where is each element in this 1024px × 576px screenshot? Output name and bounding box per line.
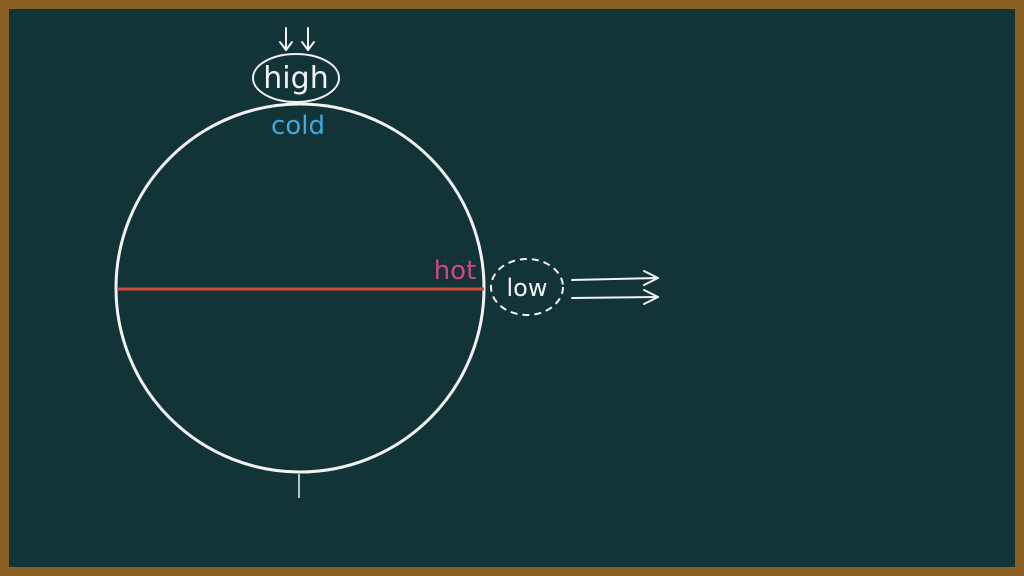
double-down-arrow-icon bbox=[279, 27, 315, 51]
label-cold: cold bbox=[271, 111, 325, 141]
high-ellipse bbox=[252, 53, 340, 103]
label-hot: hot bbox=[434, 256, 477, 286]
label-high: high bbox=[263, 61, 328, 96]
double-right-arrow-icon bbox=[571, 270, 659, 305]
low-dashed-ellipse bbox=[490, 258, 564, 316]
label-low: low bbox=[507, 274, 548, 302]
